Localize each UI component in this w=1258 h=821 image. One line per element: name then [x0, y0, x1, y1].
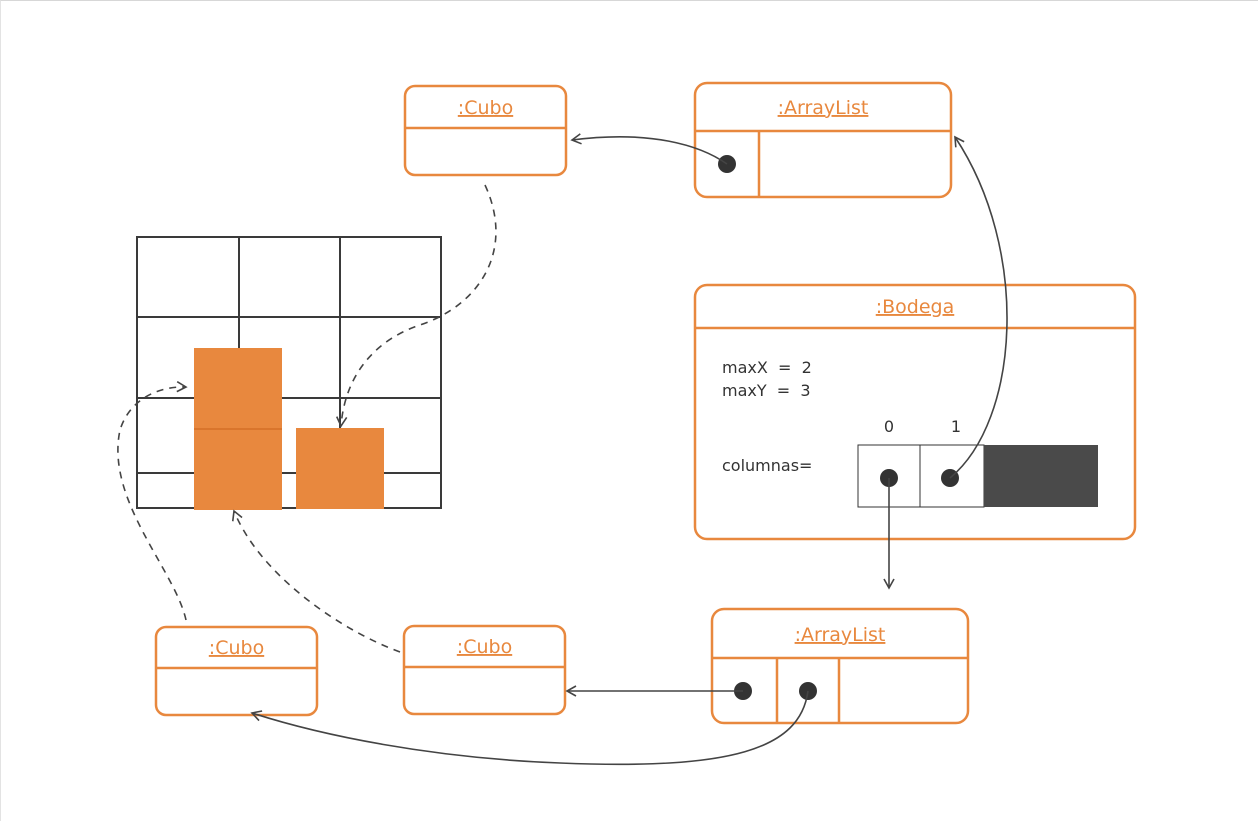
reference-arrow-to-cubo-bottom-left [250, 690, 809, 766]
array-cell-empty [984, 445, 1098, 507]
arraylist-top-object: :ArrayList [693, 81, 953, 199]
warehouse-grid [136, 236, 442, 509]
bodega-title: :Bodega [876, 296, 955, 318]
bodega-object: :Bodega maxX = 2 maxY = 3 columnas= 0 1 [693, 283, 1137, 541]
array-index-1: 1 [951, 417, 961, 436]
cube-stack-column-0 [194, 348, 282, 510]
cubo-top-title: :Cubo [458, 97, 513, 119]
arraylist-bottom-object: :ArrayList [710, 607, 970, 725]
attribute-columnas: columnas= [722, 456, 812, 475]
placement-arrow-cubo-top [335, 184, 497, 428]
arraylist-bottom-title: :ArrayList [795, 624, 886, 646]
cubo-bottom-left-title: :Cubo [209, 637, 264, 659]
cubo-top-object: :Cubo [403, 84, 568, 177]
reference-arrow-to-arraylist-top [949, 135, 1008, 479]
attribute-maxY: maxY = 3 [722, 381, 811, 400]
arraylist-top-title: :ArrayList [778, 97, 869, 119]
placement-arrow-cubo-bottom-mid [231, 509, 401, 653]
reference-arrow-to-cubo-top [570, 133, 728, 165]
cubo-bottom-mid-object: :Cubo [402, 624, 567, 716]
array-index-0: 0 [884, 417, 894, 436]
placement-arrow-cubo-bottom-left [117, 380, 188, 621]
grid-outline [136, 236, 442, 509]
cubo-bottom-left-object: :Cubo [154, 625, 319, 717]
cubo-bottom-mid-title: :Cubo [457, 636, 512, 658]
cube-block-column-1 [296, 428, 384, 509]
attribute-maxX: maxX = 2 [722, 358, 812, 377]
